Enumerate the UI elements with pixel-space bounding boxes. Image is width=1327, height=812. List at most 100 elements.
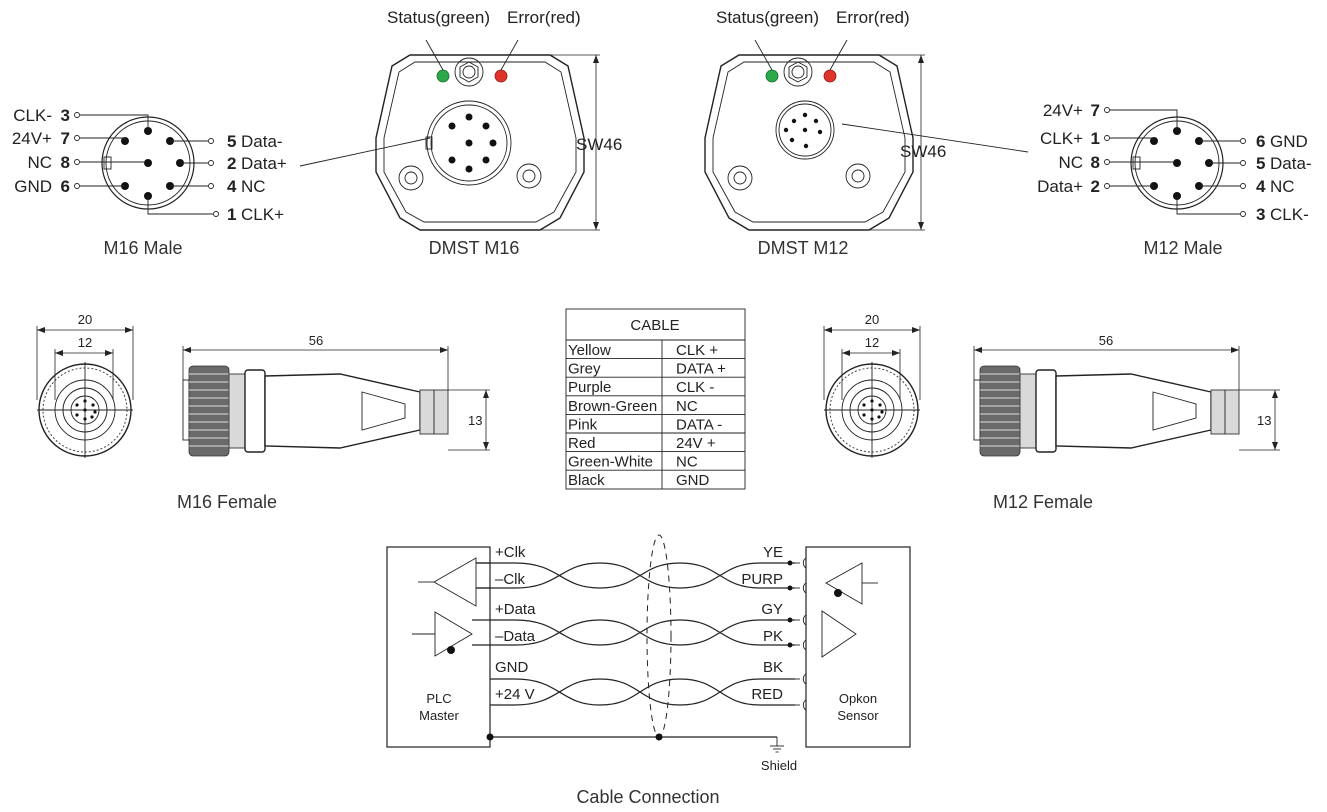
m12-num-7: 7 xyxy=(1091,101,1100,120)
m12-female-drawing: 20 12 56 13 M12 Female xyxy=(823,312,1280,512)
m16-label-nc4: NC xyxy=(241,177,266,196)
signal-right: PK xyxy=(763,628,783,645)
signal-left: GND xyxy=(495,659,529,676)
m16-female-height-dim: 13 xyxy=(468,413,482,428)
cable-row-color: Grey xyxy=(568,361,601,378)
cable-row-color: Red xyxy=(568,435,596,452)
cable-row-signal: 24V + xyxy=(676,435,716,452)
m12-label-gnd: GND xyxy=(1270,132,1308,151)
cable-row-signal: DATA - xyxy=(676,416,722,433)
dmst-m12-status-label: Status(green) xyxy=(716,8,819,27)
dmst-m16-error-led xyxy=(494,69,508,83)
cable-row-color: Green-White xyxy=(568,454,653,471)
signal-right: BK xyxy=(763,659,783,676)
m16-num-1: 1 xyxy=(227,205,236,224)
cable-row-color: Purple xyxy=(568,379,611,396)
cable-connection-schematic: PLC Master Opkon Sensor xyxy=(386,534,911,807)
m12-label-nc4: NC xyxy=(1270,177,1295,196)
sensor-label-line2: Sensor xyxy=(837,708,879,723)
m16-pin-8 xyxy=(144,159,152,167)
m12-label-clk-plus: CLK+ xyxy=(1040,129,1083,148)
m16-male-caption: M16 Male xyxy=(103,238,182,258)
m16-male-key xyxy=(103,156,112,170)
signal-left: –Data xyxy=(495,628,536,645)
signal-right: GY xyxy=(761,601,783,618)
plc-label-line2: Master xyxy=(419,708,459,723)
m12-label-24v: 24V+ xyxy=(1043,101,1083,120)
signal-right: YE xyxy=(763,544,783,561)
m12-num-3: 3 xyxy=(1256,205,1265,224)
dmst-m16-error-label: Error(red) xyxy=(507,8,581,27)
m12-num-8: 8 xyxy=(1091,153,1100,172)
m16-num-3: 3 xyxy=(61,106,70,125)
cable-row-signal: CLK - xyxy=(676,379,714,396)
m12-female-height-dim: 13 xyxy=(1257,413,1271,428)
dmst-m16-status-label: Status(green) xyxy=(387,8,490,27)
m16-female-drawing: 20 12 56 13 M16 Female xyxy=(36,312,490,512)
cable-row-signal: NC xyxy=(676,398,698,415)
m16-num-2: 2 xyxy=(227,154,236,173)
signal-left: +Data xyxy=(495,601,536,618)
dmst-m16-status-led xyxy=(436,69,450,83)
m16-label-nc8: NC xyxy=(27,153,52,172)
cable-row-signal: DATA + xyxy=(676,361,726,378)
m12-female-outer-dim: 20 xyxy=(865,312,879,327)
m16-label-clk-plus: CLK+ xyxy=(241,205,284,224)
dmst-m12-status-led xyxy=(765,69,779,83)
dmst-m16-caption: DMST M16 xyxy=(429,238,520,258)
m12-label-nc8: NC xyxy=(1058,153,1083,172)
m16-label-gnd: GND xyxy=(14,177,52,196)
m16-male-pinout: CLK- 3 24V+ 7 NC 8 GND 6 5 Data- 2 Data+… xyxy=(12,106,287,258)
shield-label: Shield xyxy=(761,758,797,773)
m16-female-length-dim: 56 xyxy=(309,333,323,348)
cable-row-signal: GND xyxy=(676,472,710,489)
plc-label-line1: PLC xyxy=(426,691,451,706)
m16-female-caption: M16 Female xyxy=(177,492,277,512)
cable-row-color: Pink xyxy=(568,416,598,433)
m12-female-length-dim: 56 xyxy=(1099,333,1113,348)
cable-connection-caption: Cable Connection xyxy=(576,787,719,807)
m16-female-inner-dim: 12 xyxy=(78,335,92,350)
signal-left: –Clk xyxy=(495,571,526,588)
m16-label-data-minus: Data- xyxy=(241,132,283,151)
m16-num-7: 7 xyxy=(61,129,70,148)
plc-master-box xyxy=(386,546,491,748)
signal-left: +24 V xyxy=(495,686,535,703)
dmst-m12-caption: DMST M12 xyxy=(758,238,849,258)
cable-table-title: CABLE xyxy=(630,317,679,334)
m16-label-data-plus: Data+ xyxy=(241,154,287,173)
m16-num-6: 6 xyxy=(61,177,70,196)
dmst-m12-housing: Status(green) Error(red) SW46 DMST M12 xyxy=(704,8,1029,258)
m12-female-inner-dim: 12 xyxy=(865,335,879,350)
m16-label-clk-minus: CLK- xyxy=(13,106,52,125)
cable-row-color: Black xyxy=(568,472,605,489)
sensor-label-line1: Opkon xyxy=(839,691,877,706)
m16-num-4: 4 xyxy=(227,177,237,196)
cable-row-signal: NC xyxy=(676,454,698,471)
m12-num-6: 6 xyxy=(1256,132,1265,151)
m12-label-clk-minus: CLK- xyxy=(1270,205,1309,224)
m16-label-24v: 24V+ xyxy=(12,129,52,148)
signal-right: RED xyxy=(751,686,783,703)
cable-table: CABLE Yellow CLK + Grey DATA + Purple CL… xyxy=(565,308,746,490)
m12-num-5: 5 xyxy=(1256,154,1265,173)
opkon-sensor-box xyxy=(805,546,911,748)
cable-row-color: Brown-Green xyxy=(568,398,657,415)
m16-num-8: 8 xyxy=(61,153,70,172)
m12-num-2: 2 xyxy=(1091,177,1100,196)
dmst-m12-sw-label: SW46 xyxy=(900,142,946,161)
dmst-m12-error-led xyxy=(823,69,837,83)
dmst-m16-sw-label: SW46 xyxy=(576,135,622,154)
dmst-m12-error-label: Error(red) xyxy=(836,8,910,27)
cable-row-signal: CLK + xyxy=(676,342,718,359)
m12-label-data-plus: Data+ xyxy=(1037,177,1083,196)
m12-female-caption: M12 Female xyxy=(993,492,1093,512)
signal-right: PURP xyxy=(741,571,783,588)
m12-male-caption: M12 Male xyxy=(1143,238,1222,258)
signal-left: +Clk xyxy=(495,544,526,561)
m16-female-outer-dim: 20 xyxy=(78,312,92,327)
m16-num-5: 5 xyxy=(227,132,236,151)
dmst-m16-housing: Status(green) Error(red) SW46 DMST M16 xyxy=(299,8,622,258)
m12-num-1: 1 xyxy=(1091,129,1100,148)
